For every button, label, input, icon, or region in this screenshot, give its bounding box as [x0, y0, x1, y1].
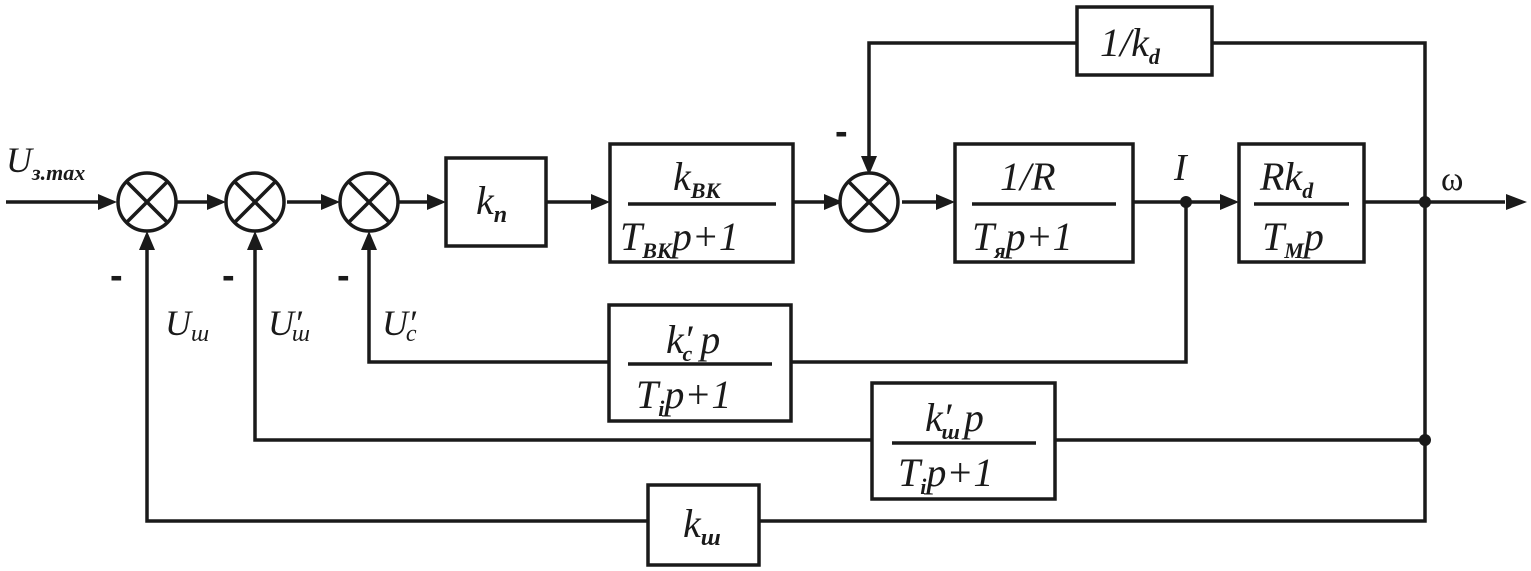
wire-ksh-fb-left	[145, 247, 648, 523]
arrow-output	[1506, 194, 1527, 210]
block-kp: kп	[444, 156, 548, 248]
svg-text:Tip+1: Tip+1	[636, 372, 731, 421]
junction-current	[1180, 196, 1192, 208]
minus-sign-s1: -	[110, 255, 123, 297]
summing-junction-1	[116, 171, 178, 233]
arrow-into-s1-bottom	[139, 231, 155, 250]
svg-text:1/R: 1/R	[1000, 154, 1056, 199]
arrow-into-conv	[591, 194, 610, 210]
feedback-label-ush-prime: U′ш	[268, 303, 310, 347]
feedback-label-uc-prime: U′c	[382, 303, 417, 347]
arrow-into-s2	[207, 194, 226, 210]
arrow-into-kp	[427, 194, 446, 210]
wire-speed-fb-right	[1212, 41, 1427, 202]
svg-text:1/kd: 1/kd	[1100, 20, 1161, 69]
block-mechanical: Rkd TMp	[1237, 142, 1366, 264]
arrow-into-s3	[321, 194, 340, 210]
arrow-into-s2-bottom	[247, 231, 263, 250]
summing-junction-4	[838, 171, 900, 233]
summing-junction-3	[338, 171, 400, 233]
arrowheads	[98, 156, 1527, 250]
minus-sign-s4: -	[835, 111, 848, 153]
svg-text:TВКp+1: TВКp+1	[620, 214, 739, 263]
wire-speed-fb-left	[867, 41, 1077, 158]
svg-text:kп: kп	[476, 178, 507, 228]
svg-text:kВК: kВК	[673, 154, 721, 203]
svg-text:Tяp+1: Tяp+1	[972, 214, 1073, 263]
wire-ksh-fb-right	[759, 440, 1427, 523]
arrow-into-s3-bottom	[361, 231, 377, 250]
svg-text:Tip+1: Tip+1	[898, 450, 993, 499]
minus-sign-s3: -	[337, 255, 350, 297]
junction-speed-lower	[1419, 434, 1431, 446]
current-label: I	[1173, 147, 1189, 189]
svg-text:k′cp: k′cp	[666, 317, 720, 366]
wire-current-fb-right	[791, 202, 1188, 364]
arrow-into-mech	[1220, 194, 1239, 210]
svg-text:Rkd: Rkd	[1259, 154, 1314, 203]
minus-sign-s2: -	[222, 255, 235, 297]
block-converter: kВК TВКp+1	[608, 142, 795, 264]
arrow-into-s4	[824, 194, 843, 210]
svg-text:kш: kш	[683, 501, 721, 551]
arrow-into-s1	[98, 194, 117, 210]
arrow-into-arm	[936, 194, 955, 210]
output-label-omega: ω	[1441, 161, 1463, 198]
block-armature: 1/R Tяp+1	[953, 142, 1135, 264]
feedback-label-ush: Uш	[165, 303, 209, 347]
arrow-into-s4-top	[861, 156, 877, 175]
svg-text:k′шp: k′шp	[925, 395, 984, 444]
svg-text:TMp: TMp	[1262, 214, 1324, 263]
summing-junction-2	[224, 171, 286, 233]
wire-deriv-fb-left	[253, 247, 872, 442]
block-speed-feedback: 1/kd	[1075, 5, 1214, 77]
junction-speed	[1419, 196, 1431, 208]
wire-current-fb-left	[367, 247, 609, 364]
block-ksh: kш	[646, 483, 761, 567]
input-label: Uз.max	[6, 140, 85, 185]
